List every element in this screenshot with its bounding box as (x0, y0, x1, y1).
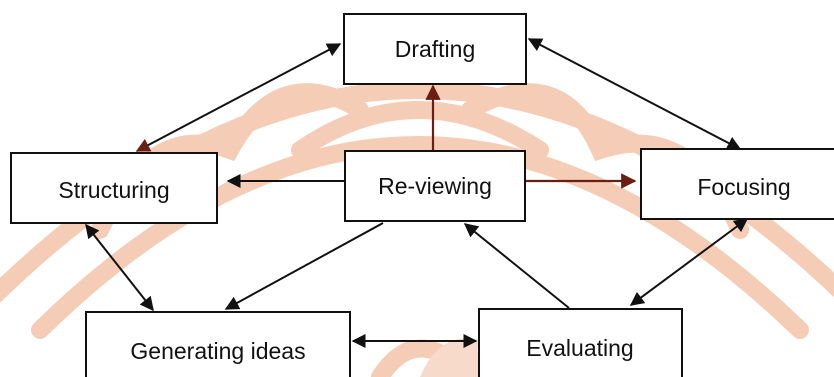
node-reviewing-label: Re-viewing (378, 173, 492, 199)
edge-drafting-structuring (135, 43, 342, 152)
edge-focusing-evaluating (629, 218, 749, 306)
node-structuring-label: Structuring (58, 177, 169, 203)
node-evaluating: Evaluating (478, 308, 683, 377)
node-drafting: Drafting (343, 13, 527, 85)
node-reviewing: Re-viewing (344, 150, 526, 222)
node-structuring: Structuring (10, 152, 218, 224)
node-evaluating-label: Evaluating (526, 335, 633, 361)
edge-evaluating-reviewing (463, 223, 570, 309)
edge-drafting-focusing (527, 38, 742, 150)
node-generating-ideas: Generating ideas (85, 311, 351, 377)
node-drafting-label: Drafting (395, 36, 476, 62)
node-generating-ideas-label: Generating ideas (130, 338, 305, 364)
node-focusing-label: Focusing (697, 174, 790, 200)
node-focusing: Focusing (640, 148, 834, 220)
edge-structuring-generating (85, 223, 154, 312)
edge-reviewing-generating (224, 222, 384, 310)
